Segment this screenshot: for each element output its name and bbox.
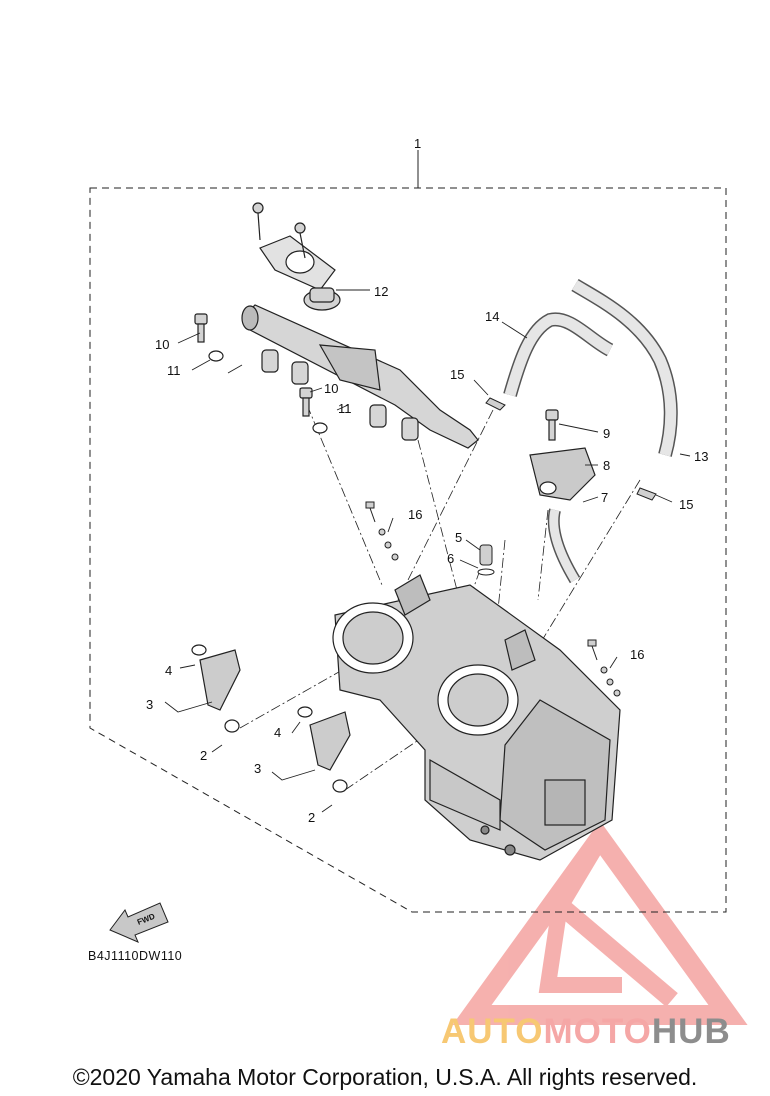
callout-6: 6 <box>447 551 454 566</box>
watermark-wordmark: AUTOMOTOHUB <box>441 1012 731 1052</box>
callout-4b: 4 <box>274 725 281 740</box>
callout-14: 14 <box>485 309 499 324</box>
sensor <box>529 447 596 501</box>
callout-10b: 10 <box>324 381 338 396</box>
callout-8: 8 <box>603 458 610 473</box>
callout-11a: 11 <box>167 363 181 378</box>
clips <box>477 397 657 576</box>
callouts: 1 12 14 10 11 10 11 15 9 8 13 15 16 7 5 … <box>146 136 708 825</box>
callout-7: 7 <box>601 490 608 505</box>
watermark-moto: MOTO <box>543 1012 652 1051</box>
callout-9: 9 <box>603 426 610 441</box>
callout-10a: 10 <box>155 337 169 352</box>
diagram-code: B4J1110DW110 <box>88 949 183 963</box>
copyright-notice: ©2020 Yamaha Motor Corporation, U.S.A. A… <box>72 1064 698 1090</box>
callout-5: 5 <box>455 530 462 545</box>
watermark-hub: HUB <box>651 1012 731 1051</box>
callout-4a: 4 <box>165 663 172 678</box>
callout-3b: 3 <box>254 761 261 776</box>
callout-3a: 3 <box>146 697 153 712</box>
bolts <box>194 313 559 441</box>
callout-1: 1 <box>414 136 421 151</box>
fuel-rail <box>241 304 479 449</box>
watermark-auto: AUTO <box>441 1012 544 1051</box>
callout-11b: 11 <box>338 401 352 416</box>
assembly-boundary <box>89 187 727 913</box>
callout-16b: 16 <box>630 647 644 662</box>
injectors <box>191 644 351 793</box>
callout-13: 13 <box>694 449 708 464</box>
throttle-body <box>332 574 621 861</box>
callout-2a: 2 <box>200 748 207 763</box>
screw-sets <box>365 501 621 697</box>
callout-15a: 15 <box>450 367 464 382</box>
callout-16a: 16 <box>408 507 422 522</box>
hoses <box>503 278 678 584</box>
fwd-arrow-icon: FWD <box>109 902 169 943</box>
callout-12: 12 <box>374 284 388 299</box>
watermark-logo <box>452 820 748 1025</box>
callout-2b: 2 <box>308 810 315 825</box>
pressure-regulator <box>252 202 341 311</box>
callout-15b: 15 <box>679 497 693 512</box>
